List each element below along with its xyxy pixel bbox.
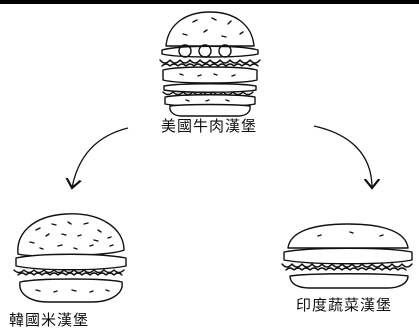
beef-burger-label: 美國牛肉漢堡 <box>161 117 258 135</box>
rice-burger-icon <box>13 213 127 303</box>
top-rule <box>0 0 419 4</box>
veggie-burger-label: 印度蔬菜漢堡 <box>296 296 393 314</box>
beef-burger-icon <box>159 11 261 117</box>
curved-arrow-left <box>72 127 129 188</box>
rice-burger-label: 韓國米漢堡 <box>9 311 90 329</box>
curved-arrow-right <box>313 125 372 188</box>
veggie-burger-icon <box>281 223 413 289</box>
